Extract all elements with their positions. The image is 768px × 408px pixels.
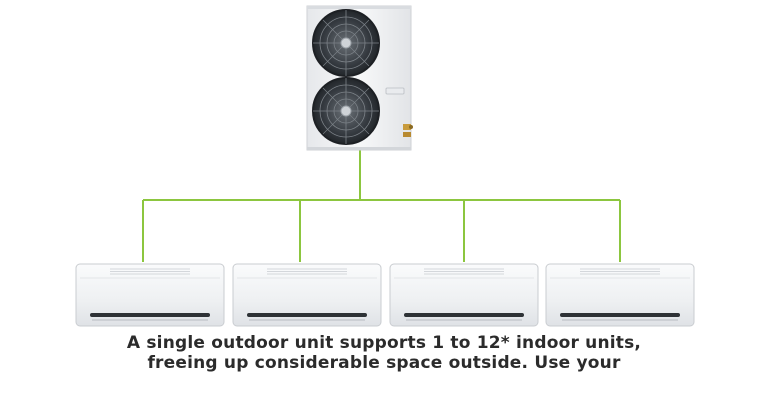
caption-line-2: freeing up considerable space outside. U… bbox=[147, 353, 621, 373]
air-intake-grille bbox=[267, 268, 347, 275]
air-outlet-louver bbox=[560, 313, 680, 317]
caption-line-1: A single outdoor unit supports 1 to 12* … bbox=[126, 333, 642, 353]
service-valve-icon bbox=[403, 124, 413, 137]
air-outlet-louver bbox=[247, 313, 367, 317]
air-outlet-louver bbox=[90, 313, 210, 317]
wall-mounted-indoor-unit-2 bbox=[232, 263, 382, 327]
air-outlet-louver bbox=[404, 313, 524, 317]
refrigerant-pipe-network bbox=[142, 150, 621, 262]
wall-mounted-indoor-unit-1 bbox=[75, 263, 225, 327]
wall-mounted-indoor-unit-4 bbox=[545, 263, 695, 327]
fan-grille-icon bbox=[312, 9, 380, 77]
air-intake-grille bbox=[424, 268, 504, 275]
outdoor-condenser-unit bbox=[306, 5, 413, 151]
fan-grille-icon bbox=[312, 77, 380, 145]
air-intake-grille bbox=[110, 268, 190, 275]
wall-mounted-indoor-unit-3 bbox=[389, 263, 539, 327]
air-intake-grille bbox=[580, 268, 660, 275]
indoor-units-row bbox=[75, 263, 695, 327]
